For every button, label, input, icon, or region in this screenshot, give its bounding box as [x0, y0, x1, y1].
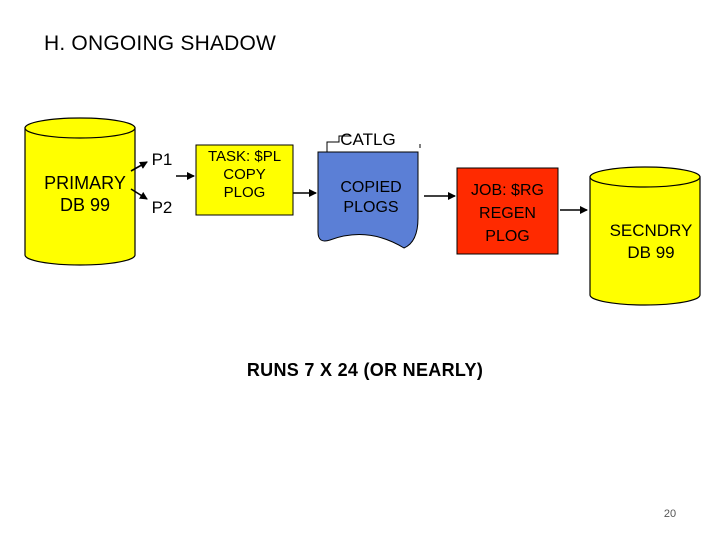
catlg-label: CATLG — [340, 130, 396, 149]
arrow-primary-to-p1 — [130, 161, 148, 172]
secondary-db-line2: DB 99 — [627, 243, 675, 262]
slide-subtitle: RUNS 7 X 24 (OR NEARLY) — [0, 360, 720, 381]
primary-db-line2: DB 99 — [59, 195, 111, 215]
p1-label: P1 — [151, 150, 173, 169]
secondary-db-line1: SECNDRY — [609, 221, 693, 240]
primary-db-cylinder — [24, 117, 136, 266]
primary-db-label: PRIMARY DB 99 — [30, 172, 140, 216]
slide-subtitle-text: RUNS 7 X 24 (OR NEARLY) — [246, 360, 484, 380]
copied-line1: COPIED — [340, 179, 402, 196]
copied-plogs-shape — [317, 135, 421, 249]
job-label: JOB: $RG REGEN PLOG — [457, 179, 558, 248]
job-line3: PLOG — [485, 228, 530, 245]
task-line3: PLOG — [223, 184, 266, 201]
arrow-primary-to-p2 — [130, 188, 148, 200]
slide-title: H. ONGOING SHADOW — [44, 32, 277, 55]
secondary-db-cylinder — [589, 166, 701, 306]
p2-label: P2 — [151, 198, 173, 217]
task-box — [195, 144, 294, 216]
task-label: TASK: $PL COPY PLOG — [196, 148, 293, 202]
job-line2: REGEN — [479, 205, 536, 222]
job-line1: JOB: $RG — [471, 182, 544, 199]
primary-db-line1: PRIMARY — [44, 173, 126, 193]
job-box — [456, 167, 559, 255]
task-line2: COPY — [223, 166, 266, 183]
copied-line2: PLOGS — [343, 199, 399, 216]
copied-label: COPIED PLOGS — [318, 178, 424, 218]
task-line1: TASK: $PL — [207, 148, 282, 165]
secondary-db-label: SECNDRY DB 99 — [594, 220, 708, 264]
page-number: 20 — [663, 508, 677, 520]
